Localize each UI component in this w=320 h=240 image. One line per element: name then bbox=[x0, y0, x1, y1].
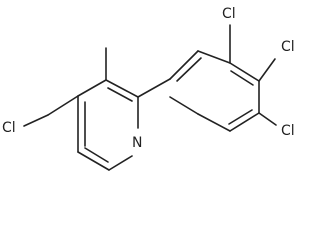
bond-p1-p2-inner bbox=[176, 57, 202, 82]
bond-n-c6 bbox=[108, 155, 133, 171]
bond-p5-p6-inner bbox=[228, 109, 253, 125]
bond-c3-c2-inner bbox=[107, 87, 133, 102]
atom-label-cl-chloromethyl: Cl bbox=[2, 120, 16, 136]
bond-p5-p6 bbox=[229, 112, 260, 132]
bond-p6-p1 bbox=[197, 113, 231, 132]
chloromethyl-bond-1 bbox=[47, 95, 79, 116]
bond-p6-p1b bbox=[169, 96, 199, 115]
bond-p3-p4 bbox=[229, 62, 260, 82]
phenyl-ring bbox=[169, 50, 260, 132]
pyridine-ring bbox=[77, 79, 139, 171]
biaryl-bond bbox=[137, 78, 171, 98]
atom-label-n: N bbox=[132, 135, 142, 151]
bond-c3-c2 bbox=[105, 79, 139, 98]
bond-c4-c3 bbox=[77, 79, 107, 97]
chemical-structure: N Cl Cl Cl Cl bbox=[2, 6, 295, 171]
cl-bond-meta-bottom bbox=[258, 112, 277, 126]
atom-label-cl-para: Cl bbox=[281, 39, 295, 55]
bond-p3-p4-inner bbox=[230, 70, 254, 86]
bond-p1-p2 bbox=[169, 50, 199, 80]
atom-label-cl-meta-bottom: Cl bbox=[281, 123, 295, 139]
bond-p2-p3 bbox=[197, 50, 231, 64]
atom-label-cl-meta-top: Cl bbox=[222, 6, 236, 22]
bond-c6-c5-inner bbox=[84, 147, 109, 163]
cl-bond-para bbox=[258, 58, 276, 82]
bond-c6-c5 bbox=[77, 151, 110, 171]
chloromethyl-bond-2 bbox=[23, 114, 49, 127]
